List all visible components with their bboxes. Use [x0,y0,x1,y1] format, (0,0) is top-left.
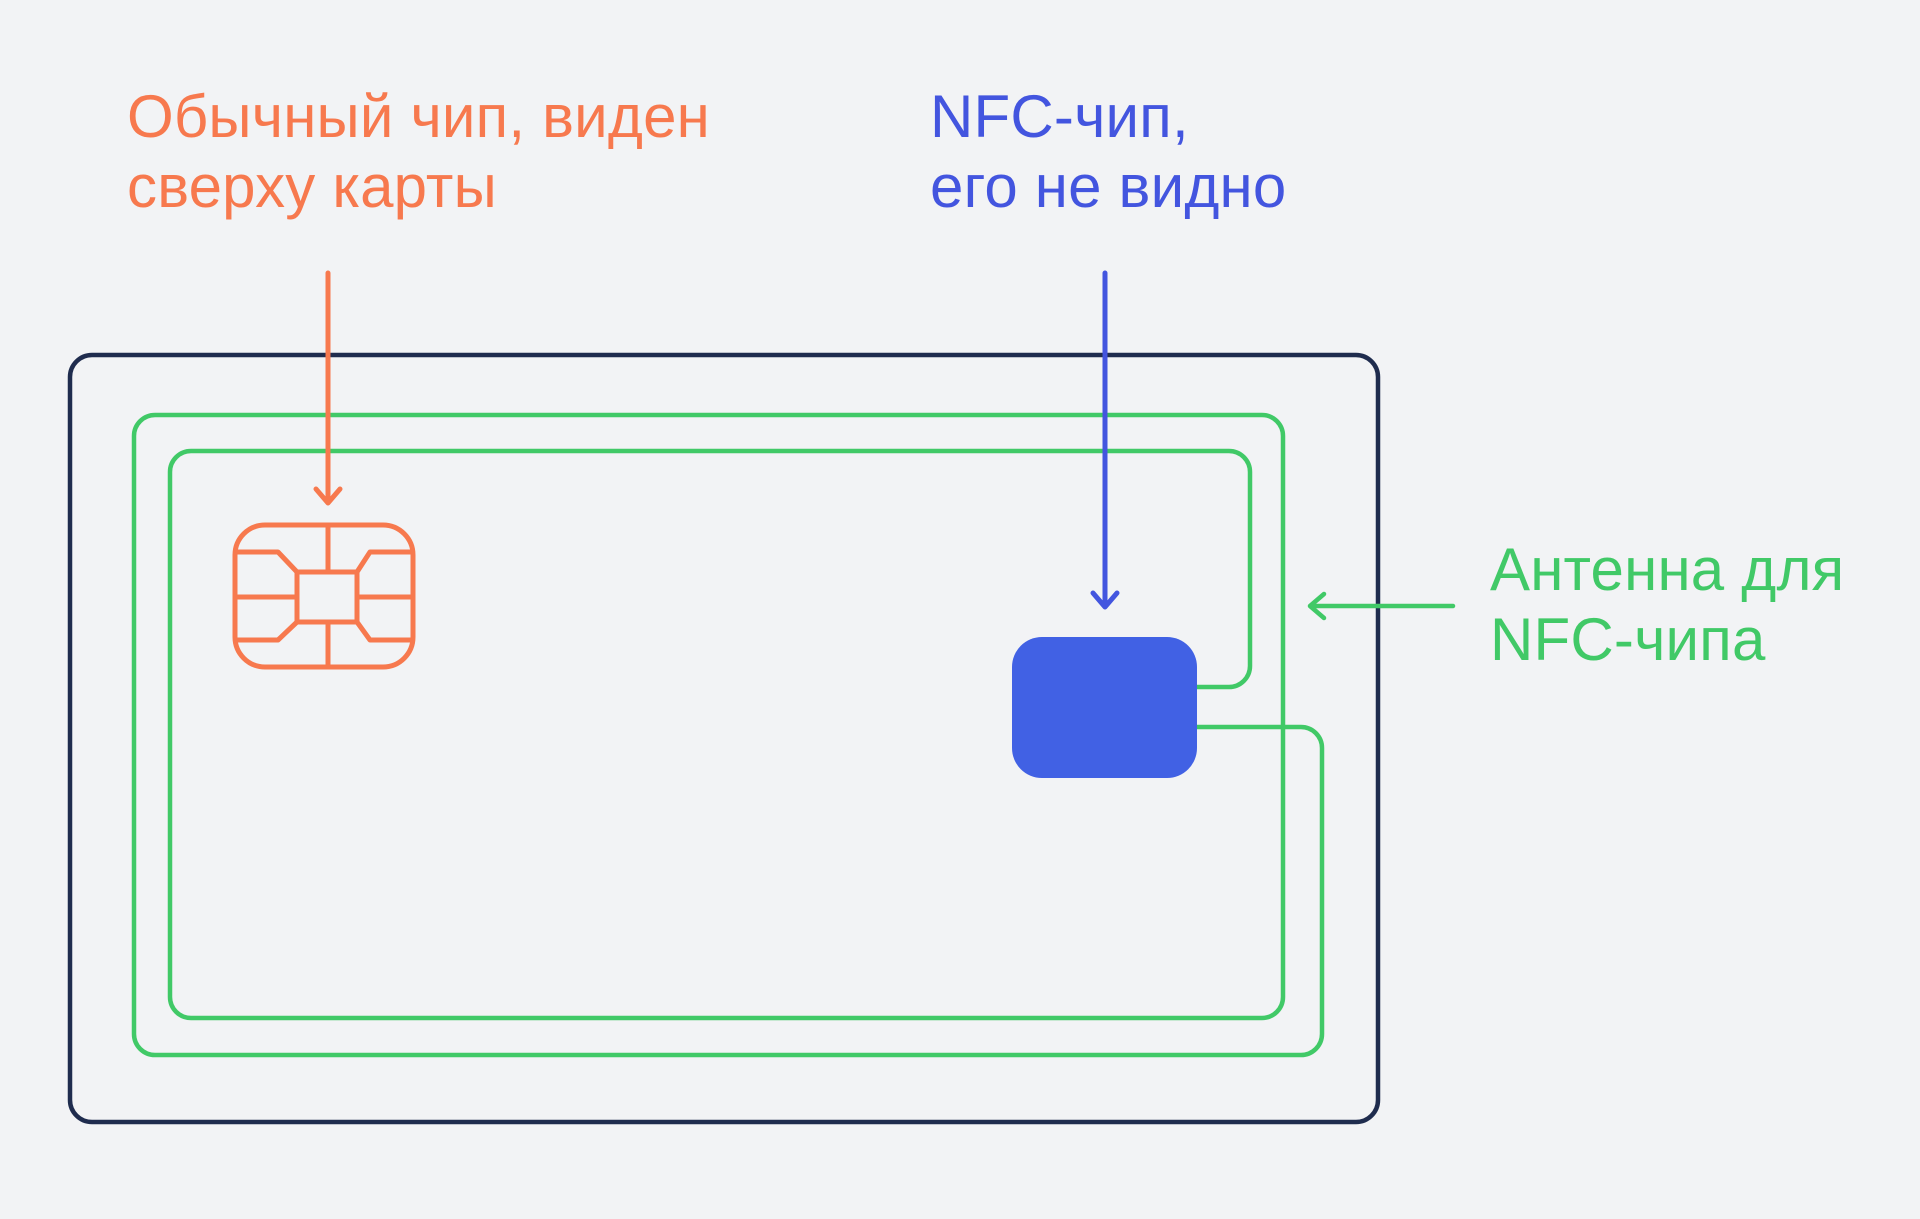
card-outline [67,352,1381,1125]
antenna-label-line1: Антенна для [1490,536,1845,603]
nfc-antenna-coil [131,412,1325,1058]
nfc-chip-label: NFC-чип, его не видно [930,82,1286,222]
emv-chip-center-pad [294,569,360,625]
nfc-chip [1012,637,1197,778]
antenna-label-line2: NFC-чипа [1490,606,1766,673]
emv-chip-icon [232,522,416,670]
nfc-chip-label-line1: NFC-чип, [930,83,1189,150]
emv-chip-contacts [235,525,413,667]
emv-chip-label: Обычный чип, виден сверху карты [127,82,710,222]
nfc-chip-label-line2: его не видно [930,153,1287,220]
nfc-chip-arrow [1090,270,1120,610]
emv-chip-label-line2: сверху карты [127,153,497,220]
antenna-arrow [1307,591,1456,621]
emv-chip-label-line1: Обычный чип, виден [127,83,710,150]
emv-chip-arrow [313,270,343,506]
antenna-label: Антенна для NFC-чипа [1490,535,1844,675]
